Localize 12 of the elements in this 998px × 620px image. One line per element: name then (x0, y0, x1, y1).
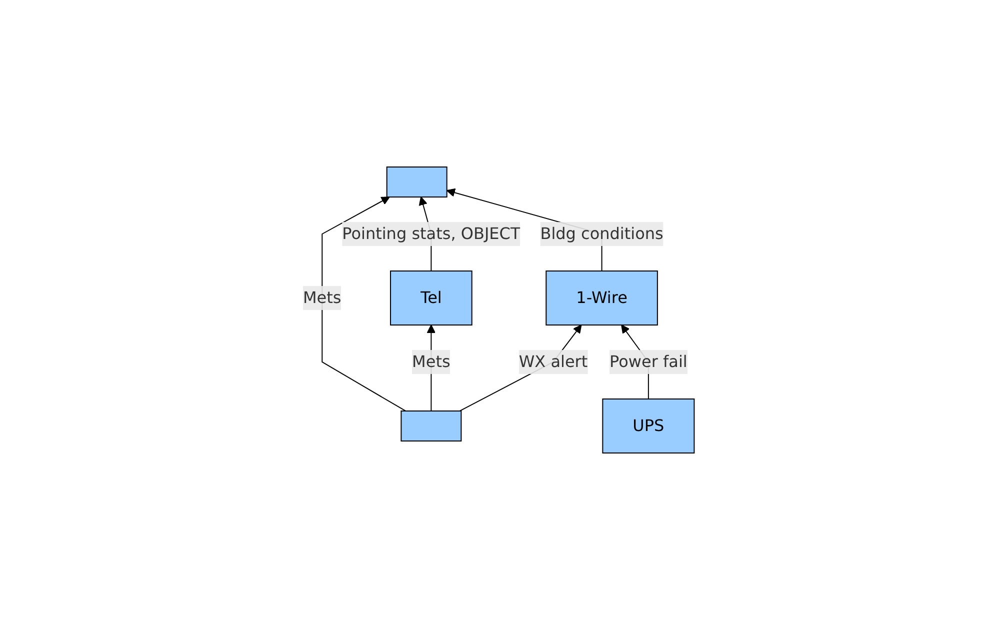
node-box (401, 410, 462, 442)
edge-label: Pointing stats, OBJECT (342, 224, 521, 243)
edge-label: Mets (412, 352, 451, 371)
edge-label: Power fail (610, 352, 688, 371)
node-box: 1-Wire (546, 270, 658, 326)
arrow (322, 196, 407, 412)
node-box: UPS (602, 398, 696, 454)
edge-label: WX alert (519, 352, 588, 371)
edge-label: Mets (303, 288, 342, 307)
node-box (386, 166, 448, 198)
edge-label: Bldg conditions (540, 224, 664, 243)
node-box: Tel (390, 270, 473, 326)
